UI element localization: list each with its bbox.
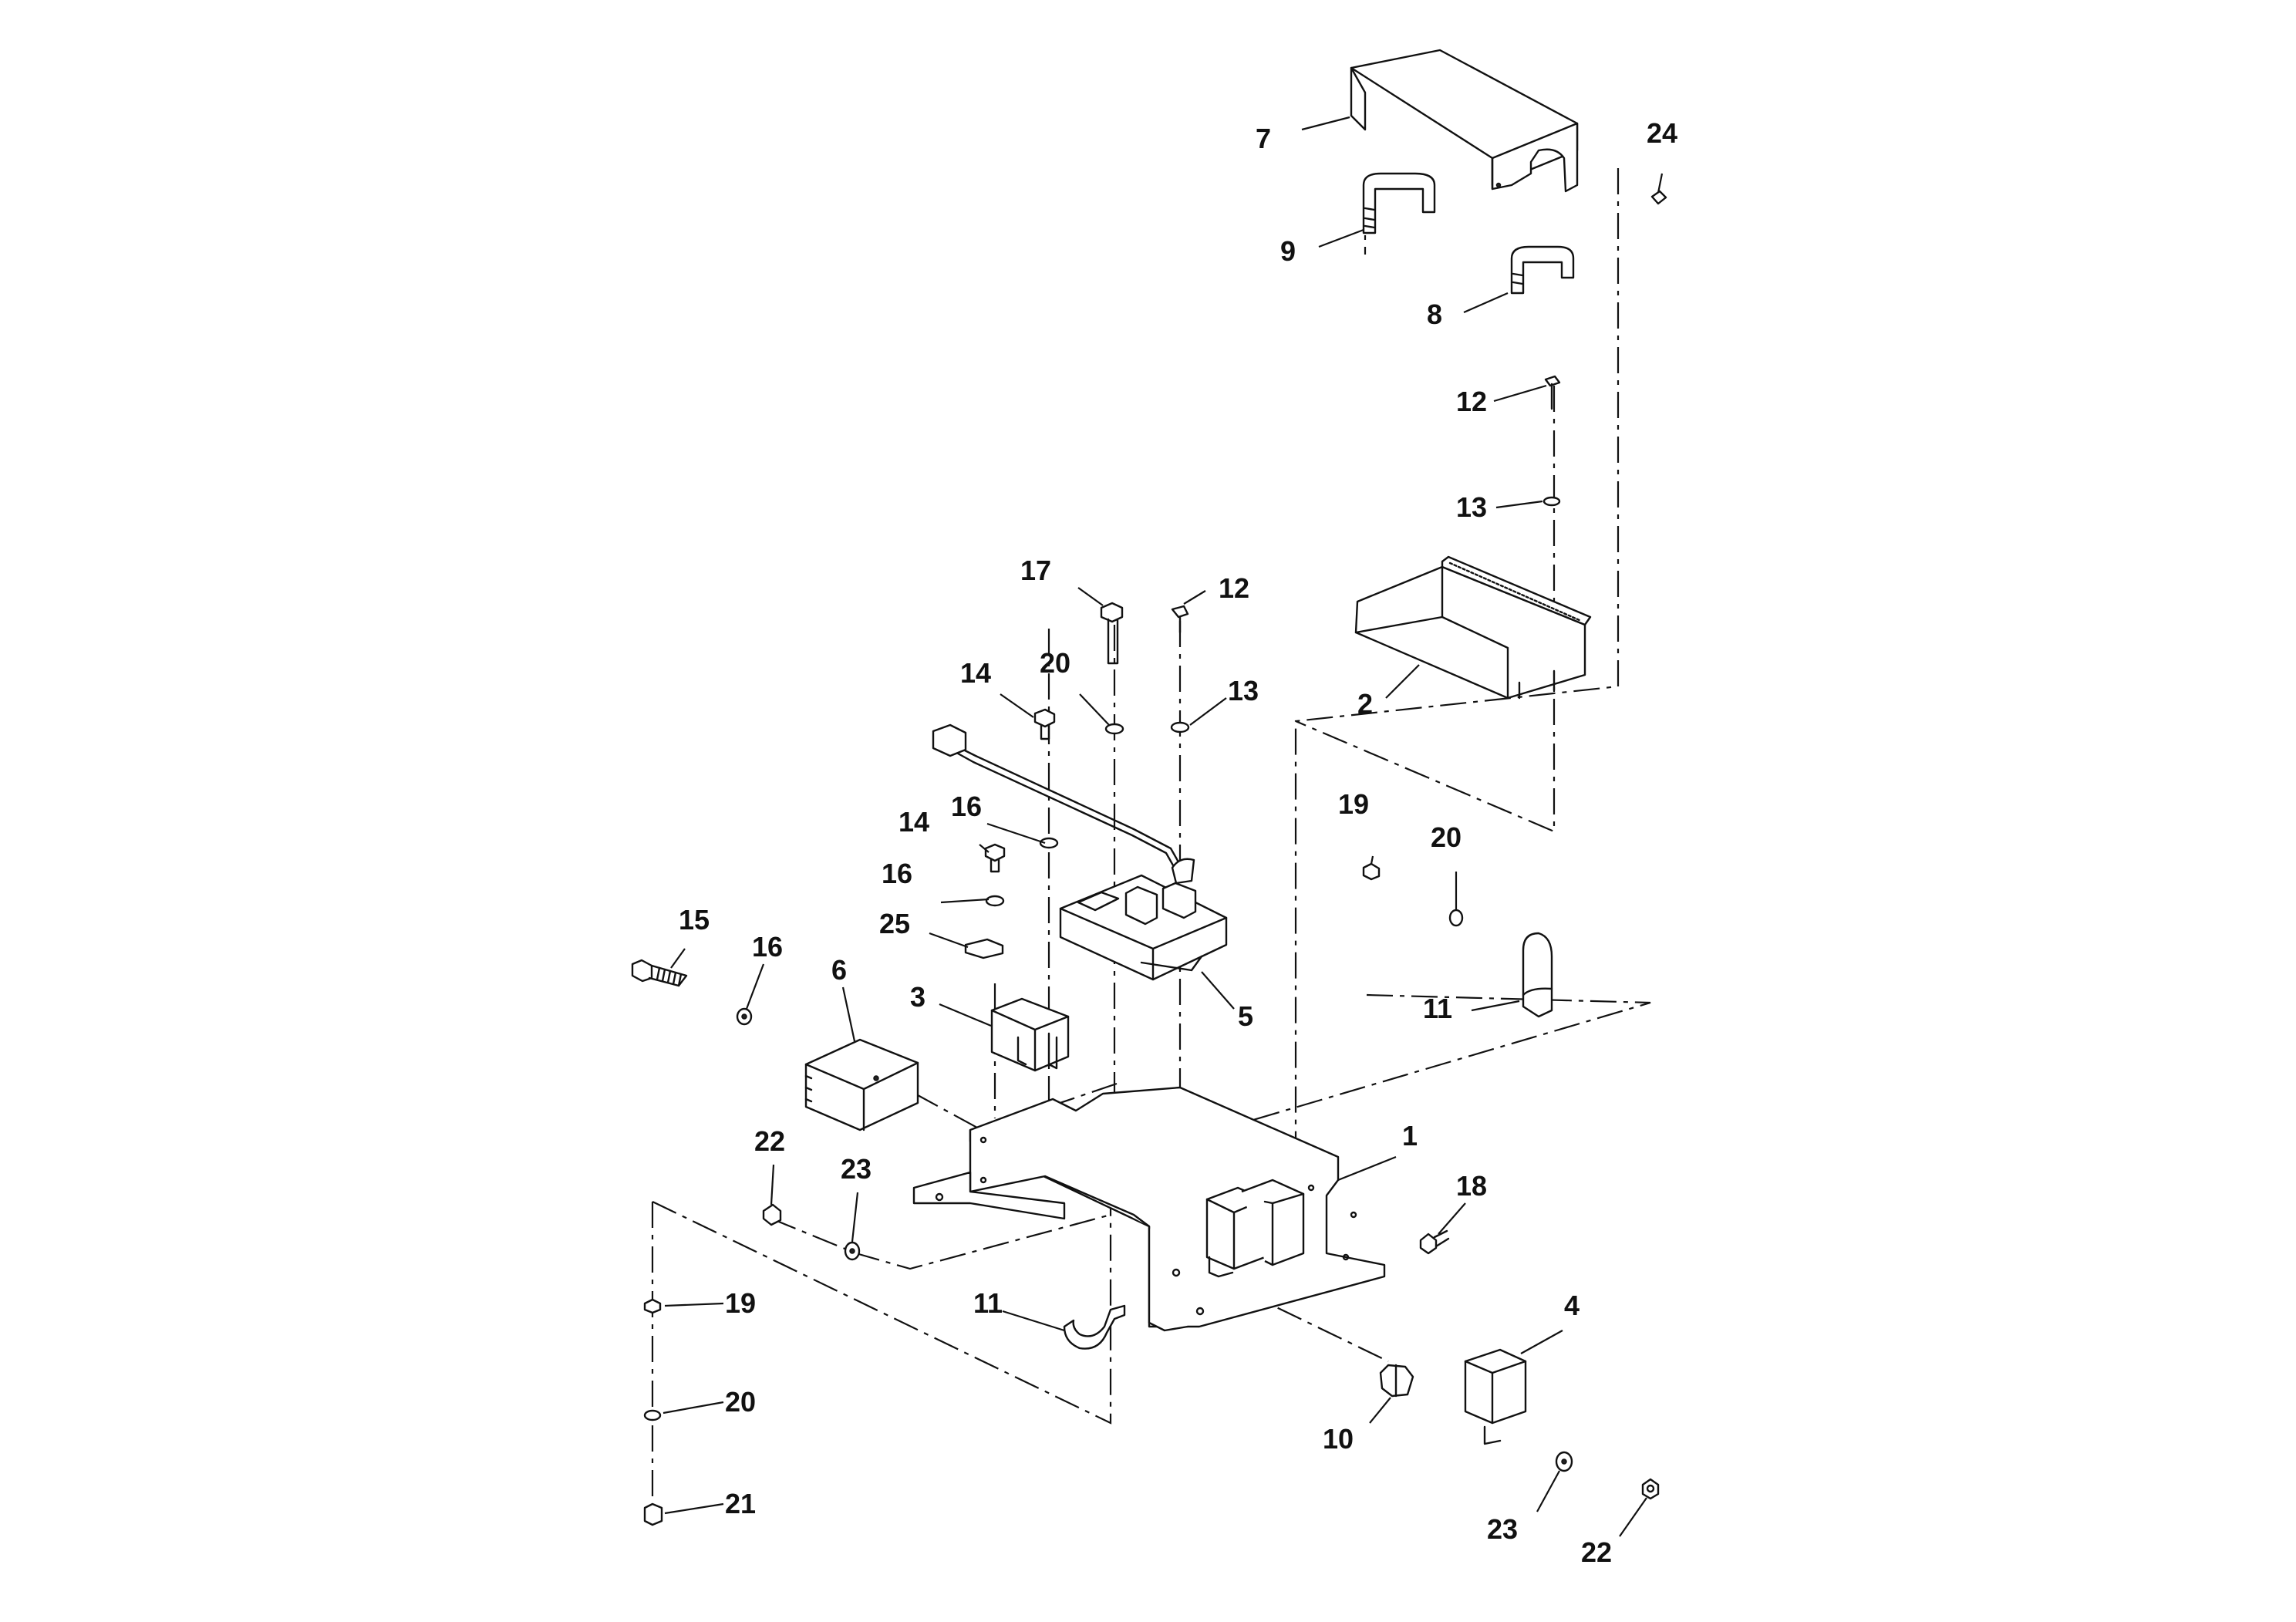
callout-6: 6 <box>831 954 847 986</box>
callout-20-middle: 20 <box>1040 647 1070 679</box>
callout-22-left: 22 <box>754 1125 785 1157</box>
callout-19-upper: 19 <box>1338 788 1369 820</box>
part-8-grommet <box>1510 245 1575 295</box>
callout-15: 15 <box>679 904 710 936</box>
callout-21: 21 <box>725 1488 756 1519</box>
callout-14-lower: 14 <box>899 806 929 838</box>
callout-24: 24 <box>1647 117 1677 149</box>
callout-20-lower: 20 <box>725 1386 756 1418</box>
part-10-standoff <box>1379 1364 1414 1398</box>
callout-8: 8 <box>1427 298 1442 330</box>
part-11-clamp-lower <box>1063 1304 1126 1350</box>
callout-7: 7 <box>1256 123 1271 154</box>
fasteners <box>631 190 1667 1526</box>
callout-23-left: 23 <box>841 1153 872 1185</box>
callout-4: 4 <box>1564 1290 1580 1321</box>
callout-3: 3 <box>910 981 925 1013</box>
callout-12-middle: 12 <box>1219 572 1249 604</box>
callout-19-lower: 19 <box>725 1287 756 1319</box>
callout-20-right: 20 <box>1431 821 1462 853</box>
callout-1: 1 <box>1402 1120 1418 1152</box>
callout-12-upper: 12 <box>1456 386 1487 417</box>
callout-2: 2 <box>1357 688 1373 720</box>
part-9-grommet <box>1362 172 1436 234</box>
part-1-plate <box>912 1086 1386 1332</box>
part-6-module <box>804 1038 919 1131</box>
callout-14-upper: 14 <box>960 657 991 689</box>
callout-10: 10 <box>1323 1423 1354 1455</box>
part-11-clamp-upper <box>1522 932 1553 1018</box>
callout-17: 17 <box>1020 555 1051 586</box>
callout-16-upper: 16 <box>951 791 982 822</box>
part-2-bracket <box>1354 555 1592 700</box>
callout-16-lower: 16 <box>882 858 912 889</box>
part-4-bracket <box>1464 1348 1527 1445</box>
callout-13-upper: 13 <box>1456 491 1487 523</box>
callout-labels: 1 2 3 4 5 6 7 8 9 10 11 11 12 12 13 13 1… <box>679 117 1677 1568</box>
part-7-cover <box>1350 49 1579 193</box>
callout-23-right: 23 <box>1487 1513 1518 1545</box>
callout-5: 5 <box>1238 1000 1253 1032</box>
callout-13-middle: 13 <box>1228 675 1259 706</box>
callout-11-lower: 11 <box>973 1287 1003 1319</box>
callout-22-right: 22 <box>1581 1536 1612 1568</box>
callout-9: 9 <box>1280 235 1296 267</box>
callout-18: 18 <box>1456 1170 1487 1202</box>
leader-lines <box>663 116 1664 1537</box>
callout-11-upper: 11 <box>1423 993 1452 1024</box>
callout-16-left: 16 <box>752 931 783 963</box>
callout-25: 25 <box>879 908 910 939</box>
part-3-relay <box>990 997 1070 1072</box>
part-5-module <box>932 723 1228 981</box>
